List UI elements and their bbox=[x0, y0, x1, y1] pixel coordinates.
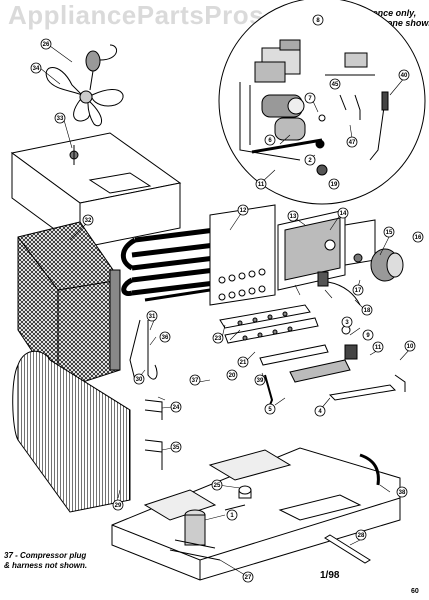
callout-4: 4 bbox=[318, 409, 322, 415]
callout-5: 5 bbox=[268, 407, 272, 413]
wire-harness bbox=[129, 319, 158, 381]
callout-18: 18 bbox=[364, 308, 371, 314]
callout-16: 16 bbox=[415, 235, 422, 241]
burner-manifolds bbox=[219, 304, 329, 366]
callout-8: 8 bbox=[316, 18, 320, 24]
callout-29: 29 bbox=[115, 503, 122, 509]
callout-2: 2 bbox=[308, 158, 312, 164]
callout-19: 19 bbox=[331, 182, 338, 188]
gas-valve-inset bbox=[218, 0, 426, 205]
callout-36: 36 bbox=[162, 335, 169, 341]
callout-40: 40 bbox=[401, 73, 408, 79]
callouts: 26 34 33 32 12 13 14 15 16 17 18 23 21 2… bbox=[30, 14, 424, 583]
wrap-panel bbox=[12, 350, 131, 513]
rail-28 bbox=[324, 534, 371, 564]
callout-32: 32 bbox=[85, 218, 92, 224]
inducer-assembly bbox=[277, 209, 404, 306]
callout-9: 9 bbox=[366, 333, 370, 339]
callout-35: 35 bbox=[173, 445, 180, 451]
callout-37: 37 bbox=[192, 378, 199, 384]
callout-38: 38 bbox=[399, 490, 406, 496]
callout-28: 28 bbox=[358, 533, 365, 539]
callout-25: 25 bbox=[214, 483, 221, 489]
callout-47: 47 bbox=[349, 140, 356, 146]
callout-27: 27 bbox=[245, 575, 252, 581]
callout-10: 10 bbox=[407, 344, 414, 350]
callout-24: 24 bbox=[173, 405, 180, 411]
callout-34: 34 bbox=[33, 66, 40, 72]
footnote-line1: 37 - Compressor plug bbox=[4, 551, 87, 560]
callout-3: 3 bbox=[345, 320, 349, 326]
callout-23: 23 bbox=[215, 336, 222, 342]
callout-1: 1 bbox=[230, 513, 234, 519]
callout-15: 15 bbox=[386, 230, 393, 236]
drain-tube bbox=[359, 453, 380, 486]
callout-20: 20 bbox=[229, 373, 236, 379]
callout-33: 33 bbox=[57, 116, 64, 122]
callout-7: 7 bbox=[308, 96, 312, 102]
callout-21: 21 bbox=[240, 360, 247, 366]
callout-39: 39 bbox=[257, 378, 264, 384]
date-code: 1/98 bbox=[320, 570, 340, 581]
page-code: 60 bbox=[411, 588, 419, 595]
bracket-25 bbox=[144, 439, 163, 470]
footnote-line2: & harness not shown. bbox=[4, 561, 88, 570]
igniter-bracket bbox=[264, 325, 406, 411]
callout-30: 30 bbox=[136, 377, 143, 383]
callout-11-inset: 11 bbox=[258, 182, 265, 188]
heat-exchanger bbox=[120, 227, 216, 302]
top-cover bbox=[10, 132, 182, 249]
callout-6: 6 bbox=[268, 138, 272, 144]
burner-plate bbox=[209, 204, 276, 306]
base-pan bbox=[111, 447, 401, 581]
footnote: 37 - Compressor plug & harness not shown… bbox=[4, 551, 87, 571]
callout-45: 45 bbox=[332, 82, 339, 88]
callout-17: 17 bbox=[355, 288, 362, 294]
callout-14: 14 bbox=[340, 211, 347, 217]
callout-26: 26 bbox=[43, 42, 50, 48]
callout-12: 12 bbox=[240, 208, 247, 214]
bracket-24 bbox=[144, 399, 163, 420]
callout-31: 31 bbox=[149, 314, 156, 320]
fan-assembly bbox=[45, 44, 124, 127]
callout-13: 13 bbox=[290, 214, 297, 220]
condenser-coil bbox=[17, 221, 121, 391]
callout-11: 11 bbox=[375, 345, 382, 351]
